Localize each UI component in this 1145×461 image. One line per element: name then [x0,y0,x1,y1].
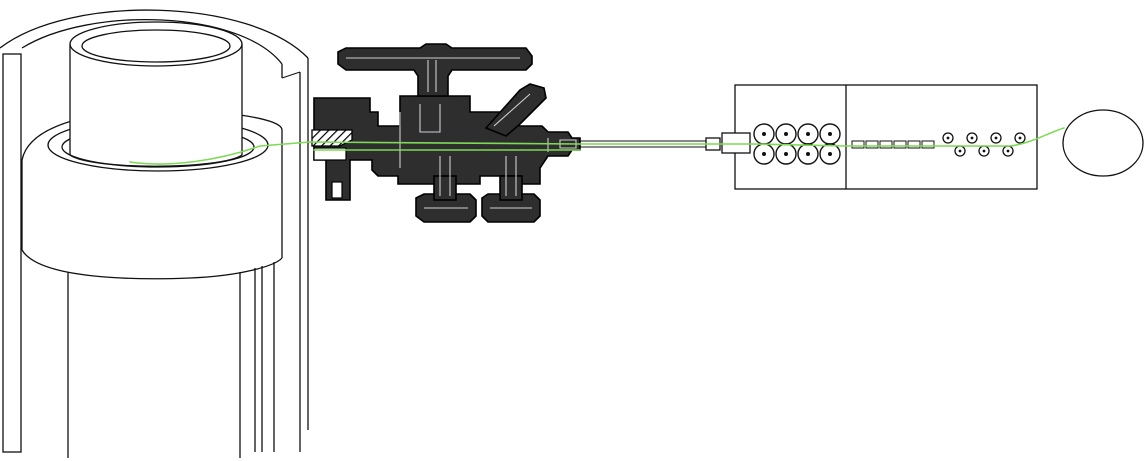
valve-top-handle [337,43,533,97]
pulley-axle [994,136,998,140]
inner-cylinder-fill [70,44,242,154]
left-support-bar [2,53,22,453]
winder-unit [721,84,1038,190]
valve-seal-window [313,147,347,161]
tensioner-block [879,140,893,149]
fiber-spool [1062,109,1144,177]
valve-hatched-seal [311,129,353,147]
valve-arm-highlight [493,93,531,127]
inner-cylinder-bottom [69,154,243,167]
tensioner-block [921,140,935,149]
roller-axle [806,132,810,136]
roller-axle [806,152,810,156]
roller-axle [784,132,788,136]
outer-shell-inner-arc [21,18,283,65]
winder-inlet-block [721,132,751,154]
roller-axle [784,152,788,156]
roller-axle [828,132,832,136]
outer-shell-top-arc [0,9,309,59]
tensioner-block [907,140,921,149]
valve-neck-highlight [427,60,437,92]
flange-bottom-arc [21,249,283,280]
fiber-path [129,127,1065,165]
valve-stem-highlight-left [439,156,451,196]
tensioner-blocks [851,140,935,149]
valve-body-highlight-1 [419,104,441,133]
roller-axle [828,152,832,156]
inner-cylinder-top-rim [81,29,231,63]
fiber-line-main [129,141,753,165]
tensioner-block [893,140,907,149]
pulley-axle [970,136,974,140]
roller-axle [762,152,766,156]
tensioner-block [865,140,879,149]
valve-nozzle-highlight [559,139,577,149]
pulley-axle [946,136,950,140]
roller-axle [762,132,766,136]
outer-shell-step-join [281,71,301,79]
pulley-axle [982,149,986,153]
pulley-axle [1018,136,1022,140]
valve-stem-highlight-right [505,156,517,196]
valve-assembly [311,43,581,223]
pulley-axle [1006,149,1010,153]
fiber-line-winder [751,127,1065,147]
cylinder-vessel [0,9,309,458]
valve-stem-right [499,175,523,201]
roller-group [753,123,841,165]
valve-angled-arm [484,83,547,137]
tensioner-block [851,140,865,149]
pulley-axle [958,149,962,153]
valve-stem-left [433,175,457,201]
valve-drain-plug [331,181,343,199]
